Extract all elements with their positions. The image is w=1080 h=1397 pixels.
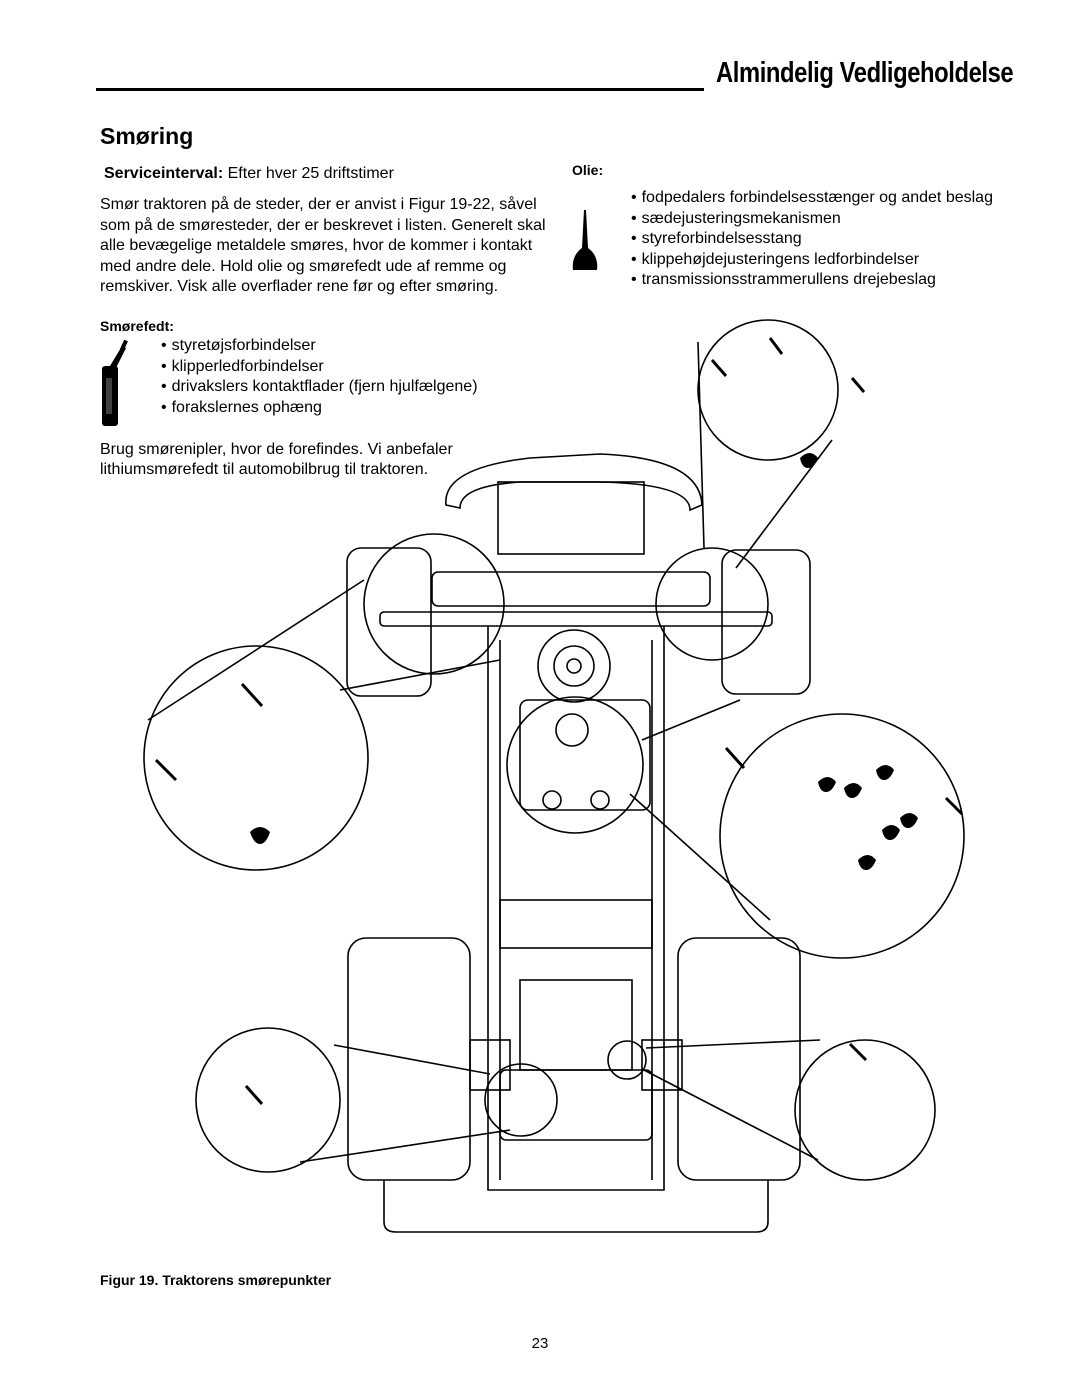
grease-list: styretøjsforbindelser klipperledforbinde…	[161, 336, 478, 418]
header-rule	[96, 88, 704, 91]
list-item: fodpedalers forbindelsesstænger og andet…	[631, 188, 993, 209]
list-item: transmissionsstrammerullens drejebeslag	[631, 270, 993, 291]
figure-caption: Figur 19. Traktorens smørepunkter	[100, 1272, 332, 1288]
oil-can-icon	[572, 210, 598, 270]
grease-gun-icon	[102, 339, 128, 426]
intro-paragraph: Smør traktoren på de steder, der er anvi…	[100, 196, 546, 295]
service-interval: Serviceinterval: Efter hver 25 driftstim…	[104, 165, 394, 183]
tractor-lubrication-diagram	[143, 319, 965, 1233]
section-title: Smøring	[100, 123, 194, 149]
list-item: sædejusteringsmekanismen	[631, 209, 993, 230]
list-item: klipperledforbindelser	[161, 357, 478, 378]
list-item: styreforbindelsesstang	[631, 229, 993, 250]
oil-heading: Olie:	[572, 162, 604, 178]
grease-heading: Smørefedt:	[100, 318, 174, 334]
list-item: forakslernes ophæng	[161, 398, 478, 419]
usage-paragraph: Brug smørenipler, hvor de forefindes. Vi…	[100, 441, 453, 478]
oil-list: fodpedalers forbindelsesstænger og andet…	[631, 188, 993, 291]
list-item: klippehøjdejusteringens ledforbindelser	[631, 250, 993, 271]
list-item: drivakslers kontaktflader (fjern hjulfæl…	[161, 377, 478, 398]
page-number: 23	[531, 1335, 549, 1352]
service-interval-value: Efter hver 25 driftstimer	[223, 165, 394, 182]
list-item: styretøjsforbindelser	[161, 336, 478, 357]
header-title: Almindelig Vedligeholdelse	[716, 57, 1014, 89]
service-interval-label: Serviceinterval:	[104, 165, 224, 182]
